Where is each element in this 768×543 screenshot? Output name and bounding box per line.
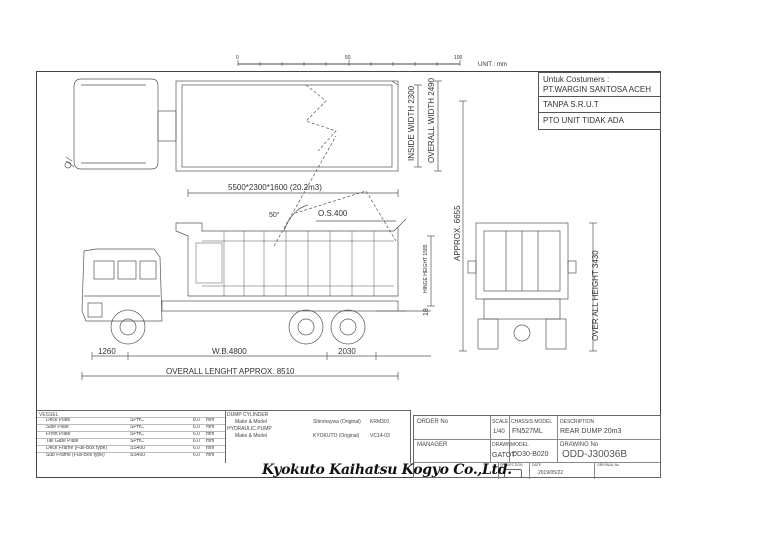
company-name: Kyokuto Kaihatsu Kogyo Co.,Ltd. [262,462,512,478]
vessel-material: SPHC [130,424,144,430]
unit-label: UNIT : mm [478,62,507,68]
vessel-header: VESSEL [39,412,59,418]
drawn-value: GATOT [492,452,516,459]
dim-rear-span: 2030 [338,347,356,356]
scale-tick-0: 0 [236,55,239,61]
dim-overall-length: OVERALL LENGHT APPROX. 8510 [166,367,295,376]
date-value: 2019/05/22 [538,470,564,476]
pump-model: VC14-03 [370,433,390,439]
customer-line-1: Untuk Costumers : [543,75,610,84]
vessel-part: Tail Gate Plate [46,438,79,444]
customer-note-srut: TANPA S.R.U.T [543,100,599,109]
drawing-no-value: ODD-J30036B [562,449,628,460]
dim-wheelbase: W.B.4800 [212,347,247,356]
dim-overall-width: OVERALL WIDTH 2490 [427,77,436,163]
scale-tick-50: 50 [345,55,351,61]
dim-front-overhang: 1260 [98,347,116,356]
vessel-material: SS400 [130,452,146,458]
order-no-label: ORDER No [417,419,449,425]
customer-name: PT.WARGIN SANTOSA ACEH [543,85,652,94]
side-view-body [175,218,407,297]
chassis-label: CHASSIS MODEL [511,419,553,425]
projection-symbol-icon [504,469,522,478]
vessel-unit: mm [206,438,215,444]
vessel-part: Front Plate [46,431,71,437]
customer-note-pto: PTO UNIT TIDAK ADA [543,116,624,125]
pump-make-model-label: Make & Model [235,433,267,439]
vessel-thickness: 8.0 [193,417,200,423]
cylinder-table: DUMP CYLINDER Make & Model Shinmaywa (Or… [225,410,411,463]
dim-dump-angle: 50° [269,211,280,219]
scale-label: SCALE [492,419,509,425]
description-label: DESCRIPTION [560,419,595,425]
side-view-wheels [110,309,366,345]
vessel-part: Deck Plate [46,417,71,423]
dim-hinge-height: HINGE HEIGHT 1585 [423,244,429,293]
manager-label: MANAGER [417,442,448,448]
drawing-sheet [36,71,661,478]
rear-view [467,222,577,350]
chassis-value: FN527ML [512,428,543,435]
cylinder-make-model-label: Make & Model [235,419,267,425]
vessel-row-line [37,445,225,446]
model-value: DD30-B020 [512,451,549,458]
dim-ground-clear: 18 [423,308,430,316]
description-value: REAR DUMP 20m3 [560,428,622,435]
side-view-cab [81,248,163,322]
vessel-part: Sub Frame (Full-Box type) [46,452,105,458]
projection-label: PROJECTION [500,463,523,467]
title-block: ORDER No SCALE 1/40 CHASSIS MODEL FN527M… [413,415,661,479]
dim-overshoot: O.S.400 [318,209,348,218]
scale-value: 1/40 [493,429,505,435]
scale-bar: 0 50 100 UNIT : mm [236,55,507,68]
truck-drawing: INSIDE WIDTH 2300 OVERALL WIDTH 2490 APP… [64,77,600,380]
vessel-row-line [37,431,225,432]
vessel-row-line [37,452,225,453]
original-no-label: ORIGINAL No [597,463,620,467]
hydraulic-pump-header: HYDRAULIC PUMP [227,426,272,432]
drawing-no-label: DRAWING No [560,442,599,448]
vessel-row-line [37,424,225,425]
vessel-thickness: 6.0 [193,438,200,444]
dump-cylinder-header: DUMP CYLINDER [227,412,269,418]
vessel-unit: mm [206,445,215,451]
vessel-material: SPHC [130,417,144,423]
vessel-material: SPHC [130,438,144,444]
top-view-cab [64,78,159,170]
date-label: DATE [532,463,542,467]
vessel-material: SPHC [130,431,144,437]
dim-overall-height: OVER ALL HEIGHT 3430 [591,250,600,341]
scale-tick-100: 100 [454,55,463,61]
cylinder-make: Shinmaywa (Original) [313,419,361,425]
pump-make: KYOKUTO (Original) [313,433,360,439]
vessel-thickness: 6.0 [193,445,200,451]
dim-body-size: 5500*2300*1600 (20.2m3) [228,183,322,192]
vessel-part: Deck Frame (Full-Box type) [46,445,108,451]
cylinder-model: KRM301 [370,419,390,425]
vessel-thickness: 6.0 [193,431,200,437]
vessel-thickness: 6.0 [193,452,200,458]
top-view-body [175,80,399,172]
dim-inside-width: INSIDE WIDTH 2300 [407,85,416,161]
vessel-unit: mm [206,431,215,437]
vessel-table: VESSEL [37,410,226,463]
vessel-material: SS400 [130,445,146,451]
vessel-row-line [37,438,225,439]
vessel-row-line [37,417,225,418]
vessel-unit: mm [206,452,215,458]
dim-approx-height: APPROX. 6655 [453,205,462,261]
vessel-unit: mm [206,417,215,423]
vessel-part: Side Plate [46,424,69,430]
customer-box: Untuk Costumers : PT.WARGIN SANTOSA ACEH… [538,72,661,130]
model-label: MODEL [511,442,529,448]
vessel-thickness: 6.0 [193,424,200,430]
drawn-label: DRAWN [492,442,511,448]
vessel-unit: mm [206,424,215,430]
